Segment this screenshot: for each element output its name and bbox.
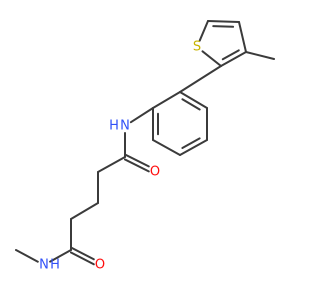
bond-carbonyl-o2-double <box>70 251 95 266</box>
amide-n-upper-label: N <box>120 119 130 134</box>
bond-c5-c4 <box>207 20 240 23</box>
bond-c5-c4-double <box>212 25 235 28</box>
bond-carbonyl-o1 <box>124 153 150 168</box>
sulfur-atom-label: S <box>193 40 201 55</box>
bond-s-c5 <box>198 20 209 42</box>
bond-ph-a1-a2 <box>152 91 181 109</box>
bond-c3-methyl <box>245 51 275 60</box>
bond-thiophene-phenyl <box>179 65 222 93</box>
bond-chain-3 <box>70 202 99 220</box>
bond-c2-s <box>201 50 222 67</box>
bond-ph-a4-a5-double <box>181 137 201 149</box>
amide-h-lower-label: H <box>50 258 60 273</box>
bond-ph-a3-a4 <box>152 139 181 156</box>
bond-carbonyl-o2 <box>70 246 95 261</box>
amide-n-lower-label: N <box>39 258 49 273</box>
bond-c3-c2 <box>220 51 247 67</box>
amide-h-upper-label: H <box>109 119 119 134</box>
bond-carbonyl-o1-double <box>124 158 150 173</box>
bond-ph-a6-a1-double <box>181 98 201 111</box>
bond-n2-methyl <box>15 249 39 263</box>
bond-ph-a6-a1 <box>179 91 208 109</box>
carbonyl-o-lower-label: O <box>95 258 105 273</box>
bond-c4-c3 <box>238 21 247 53</box>
bond-chain-1 <box>97 156 126 173</box>
bond-carbonyl-n2 <box>49 249 72 263</box>
bond-layer <box>15 20 275 266</box>
bond-phenyl-n1 <box>129 107 154 124</box>
bond-c3-c2-double <box>221 49 240 61</box>
carbonyl-o-upper-label: O <box>150 165 160 180</box>
bond-ph-a4-a5 <box>179 139 208 156</box>
